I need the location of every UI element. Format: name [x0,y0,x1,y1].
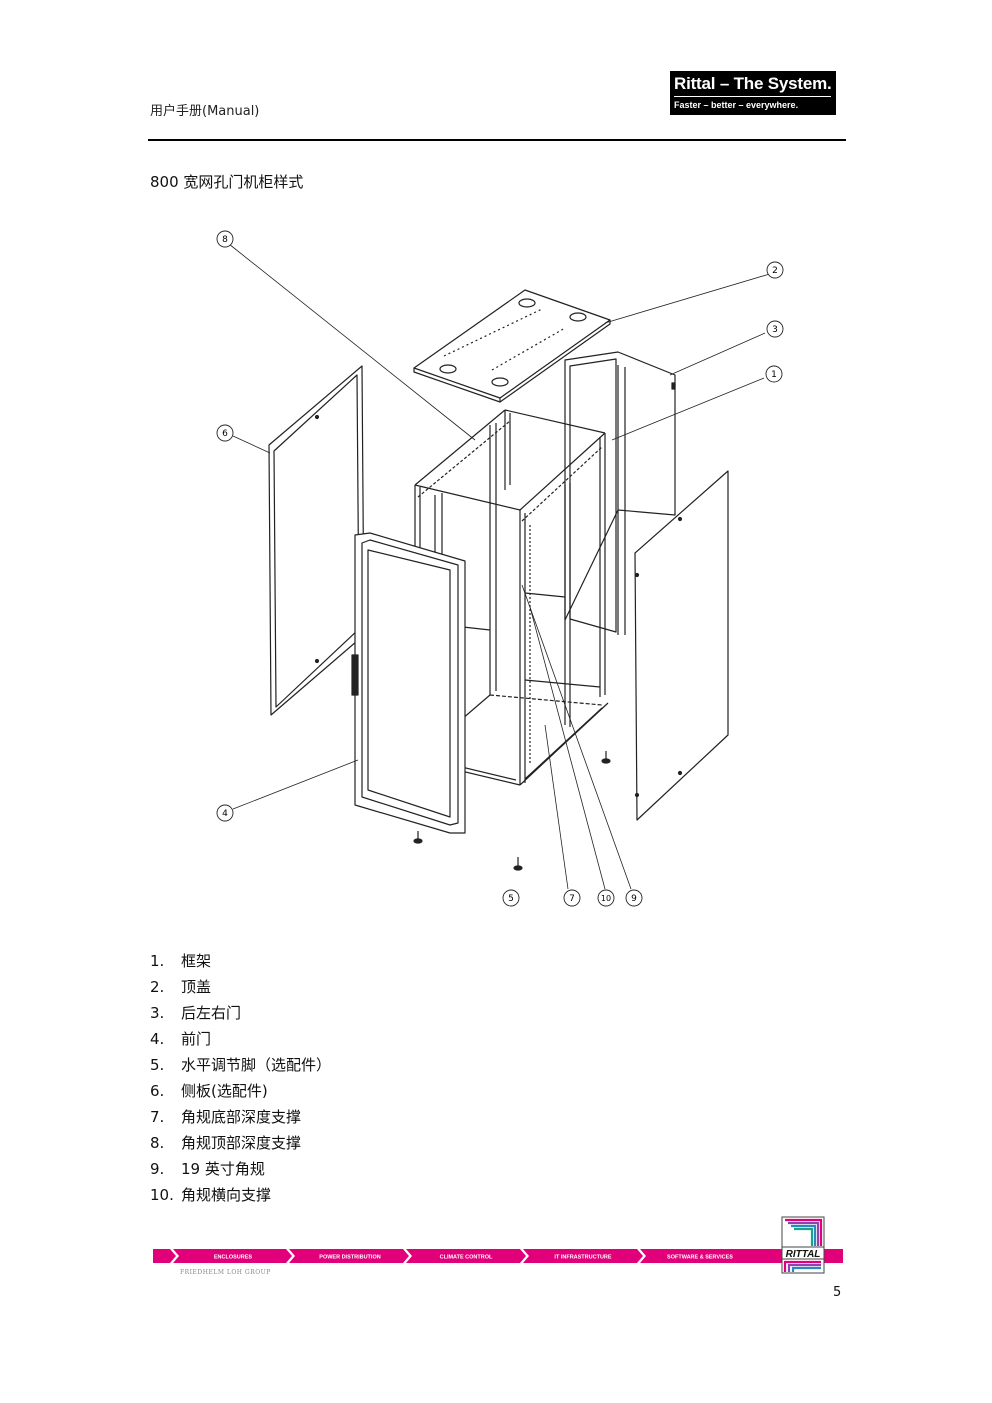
list-item: 2.顶盖 [150,978,212,996]
callout-5: 5 [502,889,520,907]
header-divider [148,139,846,141]
callout-8: 8 [216,230,234,248]
rittal-header-logo: Rittal – The System. Faster – better – e… [670,71,836,115]
callout-6: 6 [216,424,234,442]
list-item: 9.19 英寸角规 [150,1160,265,1178]
callout-2: 2 [766,261,784,279]
callout-1: 1 [765,365,783,383]
section-title: 800 宽网孔门机柜样式 [150,173,304,191]
left-side-panel [268,365,365,716]
page-number: 5 [833,1285,842,1300]
svg-text:9: 9 [631,894,637,904]
svg-text:5: 5 [508,894,514,904]
parts-list: 1.框架 2.顶盖 3.后左右门 4.前门 5.水平调节脚（选配件） 6.侧板(… [150,948,331,1208]
leader-lines [228,243,774,890]
list-item: 7.角规底部深度支撑 [150,1108,302,1126]
footer-nav-power: POWER DISTRIBUTION [319,1255,380,1261]
logo-tagline: Faster – better – everywhere. [674,100,799,110]
footer-nav-bar: ENCLOSURES POWER DISTRIBUTION CLIMATE CO… [153,1249,843,1263]
callout-10: 10 [597,889,615,907]
list-item: 6.侧板(选配件) [150,1082,268,1100]
svg-text:2: 2 [772,266,778,276]
footer-nav-it: IT INFRASTRUCTURE [554,1255,611,1261]
svg-text:8: 8 [222,235,228,245]
svg-text:1: 1 [771,370,777,380]
svg-text:10: 10 [601,894,611,903]
footer-nav-enclosures: ENCLOSURES [214,1255,253,1261]
top-cover [413,289,611,403]
logo-main-text: Rittal – The System. [674,74,832,93]
list-item: 5.水平调节脚（选配件） [150,1056,332,1074]
document-title: 用户手册(Manual) [150,104,260,119]
callout-9: 9 [625,889,643,907]
list-item: 3.后左右门 [150,1004,242,1022]
callout-7: 7 [563,889,581,907]
footer-group-name: FRIEDHELM LOH GROUP [180,1269,271,1276]
list-item: 1.框架 [150,952,212,970]
callout-3: 3 [766,320,784,338]
list-item: 4.前门 [150,1030,212,1048]
svg-text:4: 4 [222,809,228,819]
logo-rule [674,96,831,97]
svg-text:6: 6 [222,429,228,439]
list-item: 8.角规顶部深度支撑 [150,1134,302,1152]
callout-4: 4 [216,804,234,822]
footer-nav-software: SOFTWARE & SERVICES [667,1255,733,1261]
rittal-brand-text: RITTAL [786,1249,821,1260]
rittal-footer-logo: RITTAL [781,1216,825,1274]
exploded-cabinet-drawing: 8 2 3 1 6 4 5 7 [216,230,784,907]
right-side-panel [634,470,729,821]
svg-text:3: 3 [772,325,778,335]
callouts: 8 2 3 1 6 4 5 7 [216,230,784,907]
levelling-feet [413,751,611,871]
svg-text:7: 7 [569,894,575,904]
footer-nav-climate: CLIMATE CONTROL [440,1255,493,1261]
front-door [351,532,466,834]
list-item: 10.角规横向支撑 [150,1186,272,1204]
